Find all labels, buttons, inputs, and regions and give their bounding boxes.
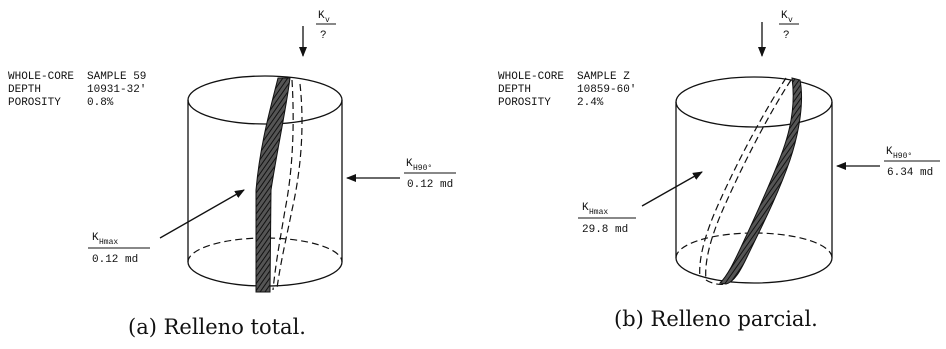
kh90-symbol: K <box>886 146 893 158</box>
info-label: WHOLE-CORE <box>498 71 564 83</box>
kh90-label-a: K H90° 0.12 md <box>404 158 456 191</box>
core-cylinder-b <box>675 76 833 284</box>
info-value: 0.8% <box>87 97 114 109</box>
khmax-label-b: K Hmax 29.8 md <box>578 202 636 236</box>
panel-b: WHOLE-CORE SAMPLE Z DEPTH 10859-60' PORO… <box>498 10 940 331</box>
fracture-a <box>255 77 303 293</box>
kh90-label-b: K H90° 6.34 md <box>884 146 940 179</box>
info-label: POROSITY <box>498 97 551 109</box>
sample-info-b: WHOLE-CORE SAMPLE Z DEPTH 10859-60' PORO… <box>498 71 636 109</box>
info-label: DEPTH <box>8 84 41 96</box>
info-label: WHOLE-CORE <box>8 71 74 83</box>
kv-value: ? <box>320 30 327 42</box>
kv-symbol: K <box>318 10 325 22</box>
sample-info-a: WHOLE-CORE SAMPLE 59 DEPTH 10931-32' POR… <box>8 71 146 109</box>
kv-value: ? <box>783 30 790 42</box>
caption-b: (b) Relleno parcial. <box>614 307 818 331</box>
kv-subscript: v <box>788 16 793 25</box>
khmax-symbol: K <box>582 202 589 214</box>
caption-a: (a) Relleno total. <box>128 315 306 339</box>
kh90-subscript: H90° <box>893 152 912 161</box>
info-label: DEPTH <box>498 84 531 96</box>
kv-label-a: K v ? <box>316 10 336 42</box>
kv-symbol: K <box>781 10 788 22</box>
khmax-symbol: K <box>92 232 99 244</box>
info-value: 2.4% <box>577 97 604 109</box>
kh90-symbol: K <box>406 158 413 170</box>
kh90-subscript: H90° <box>413 164 432 173</box>
khmax-arrow-a <box>159 189 245 239</box>
info-value: 10859-60' <box>577 84 636 96</box>
kh90-value: 6.34 md <box>887 167 933 179</box>
panel-a: WHOLE-CORE SAMPLE 59 DEPTH 10931-32' POR… <box>8 10 456 339</box>
kv-label-b: K v ? <box>779 10 799 42</box>
kh90-value: 0.12 md <box>407 179 453 191</box>
khmax-value: 29.8 md <box>582 224 628 236</box>
info-value: 10931-32' <box>87 84 146 96</box>
info-value: SAMPLE Z <box>577 71 630 83</box>
info-value: SAMPLE 59 <box>87 71 146 83</box>
info-label: POROSITY <box>8 97 61 109</box>
khmax-subscript: Hmax <box>99 238 118 247</box>
fracture-b <box>699 77 802 285</box>
khmax-label-a: K Hmax 0.12 md <box>88 232 150 266</box>
khmax-subscript: Hmax <box>589 208 608 217</box>
kv-subscript: v <box>325 16 330 25</box>
khmax-arrow-b <box>641 171 703 207</box>
khmax-value: 0.12 md <box>92 254 138 266</box>
